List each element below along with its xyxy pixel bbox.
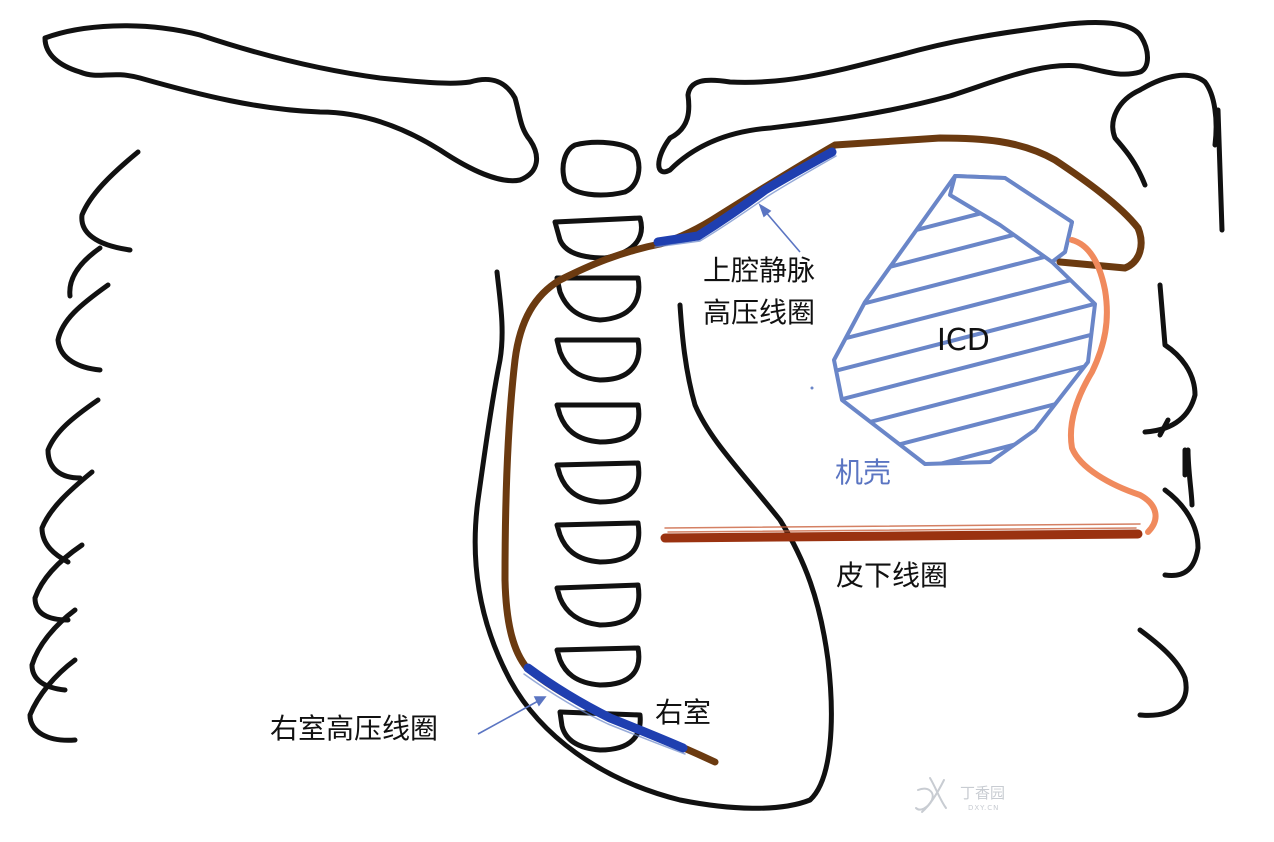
watermark-domain: DXY.CN xyxy=(968,804,999,812)
rv-pointer xyxy=(477,696,547,735)
rib-right-1 xyxy=(1142,282,1198,435)
icd-label: ICD xyxy=(937,323,990,358)
subq-coil xyxy=(660,523,1143,543)
vertebra-8 xyxy=(554,582,642,628)
vertebra-9 xyxy=(554,645,642,688)
rib-left-6 xyxy=(32,542,85,623)
vertebra-4 xyxy=(554,337,642,383)
subq-connector xyxy=(1067,237,1159,535)
rib-line-right-top xyxy=(1215,107,1225,233)
rib-right-6 xyxy=(1157,417,1171,438)
rv-coil xyxy=(523,663,688,755)
watermark-name: 丁香园 xyxy=(960,784,1005,802)
skeleton-outline xyxy=(27,19,1225,811)
heart-outline xyxy=(472,269,834,811)
watermark: 丁香园 DXY.CN xyxy=(915,777,1005,813)
vertebra-3 xyxy=(554,275,642,323)
rib-left-8 xyxy=(27,657,78,743)
spine xyxy=(552,139,644,753)
left-clavicle xyxy=(42,23,540,184)
rib-left-4 xyxy=(45,397,101,481)
right-clavicle xyxy=(656,19,1150,175)
icd-header xyxy=(948,174,1074,264)
rib-left-5 xyxy=(39,469,95,565)
rib-shoulder-right xyxy=(1110,72,1219,188)
vertebra-1 xyxy=(560,139,642,198)
rib-right-3 xyxy=(1162,487,1201,579)
subq-coil-label: 皮下线圈 xyxy=(836,559,948,592)
rib-left-3 xyxy=(55,282,111,373)
rib-right-4 xyxy=(1185,447,1195,508)
vertebra-5 xyxy=(554,402,642,445)
svc-coil-label-line2: 高压线圈 xyxy=(703,296,815,329)
svc-pointer xyxy=(758,203,801,253)
vertebra-7 xyxy=(554,520,642,565)
right-ventricle-label: 右室 xyxy=(655,696,711,729)
icd-device xyxy=(810,174,1097,466)
watermark-logo-icon xyxy=(915,777,947,813)
can-label: 机壳 xyxy=(835,456,891,489)
vertebra-6 xyxy=(554,460,642,505)
rib-left-2 xyxy=(67,245,103,299)
rib-right-5 xyxy=(1137,627,1189,718)
svc-coil-label-line1: 上腔静脉 xyxy=(703,254,815,287)
icd-speck xyxy=(810,386,814,390)
rib-left-1 xyxy=(79,149,141,253)
svc-coil xyxy=(653,147,837,248)
rv-coil-label: 右室高压线圈 xyxy=(270,712,438,745)
